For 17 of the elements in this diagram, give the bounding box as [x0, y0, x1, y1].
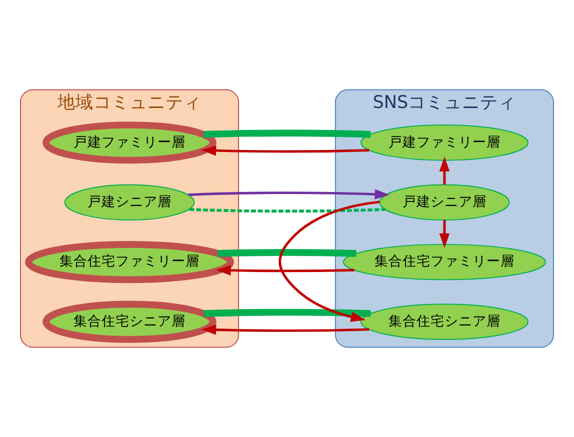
connector: [203, 130, 371, 138]
connector: [218, 249, 356, 257]
arrow: [188, 189, 390, 200]
arrow: [278, 200, 380, 322]
connector: [203, 308, 371, 317]
arrow: [201, 324, 370, 335]
node-ellipse: 戸建ファミリー層: [360, 124, 528, 161]
connector: [189, 208, 385, 213]
node-ellipse: 戸建シニア層: [64, 184, 195, 220]
node-ellipse: 集合住宅ファミリー層: [25, 241, 234, 284]
node-ellipse: 集合住宅シニア層: [360, 304, 528, 340]
node-ellipse: 集合住宅ファミリー層: [342, 244, 546, 280]
arrow: [201, 145, 370, 156]
arrow: [439, 220, 450, 248]
arrow: [439, 156, 450, 185]
arrow: [216, 265, 354, 276]
node-ellipse: 戸建シニア層: [379, 184, 510, 220]
